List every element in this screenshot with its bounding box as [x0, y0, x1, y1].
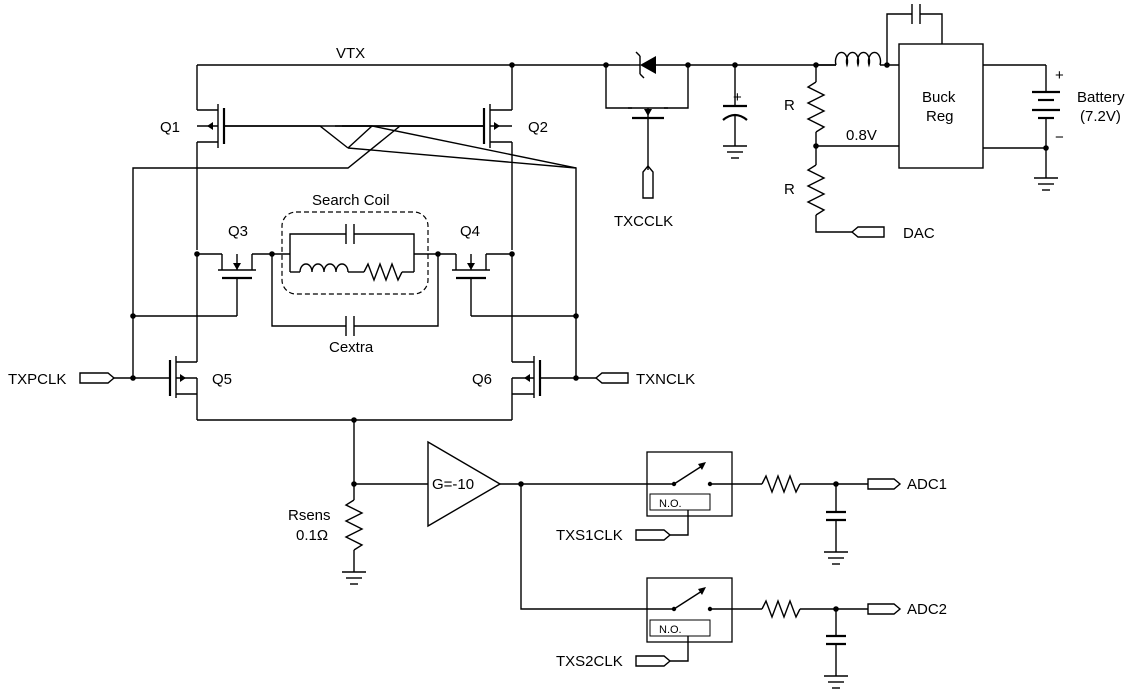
battery-voltage: (7.2V): [1080, 108, 1121, 125]
q6-transistor: [511, 254, 579, 420]
q3-label: Q3: [228, 223, 248, 240]
v08-label: 0.8V: [846, 127, 877, 144]
adc2-label: ADC2: [907, 601, 947, 618]
battery-label: Battery: [1077, 89, 1125, 106]
q6-label: Q6: [472, 371, 492, 388]
search-coil-label: Search Coil: [312, 192, 390, 209]
q5-label: Q5: [212, 371, 232, 388]
q4-label: Q4: [460, 223, 480, 240]
q1-label: Q1: [160, 119, 180, 136]
rsens-label: Rsens: [288, 507, 331, 524]
buck-regulator: [898, 43, 984, 169]
txs2clk-label: TXS2CLK: [556, 653, 623, 670]
search-coil: [272, 211, 438, 295]
vtx-label: VTX: [336, 45, 365, 62]
buck-label-2: Reg: [926, 108, 954, 125]
bulk-capacitor-plus: +: [733, 89, 742, 106]
txs1clk-port: [635, 529, 689, 541]
adc1-filter: [761, 474, 868, 565]
cextra-label: Cextra: [329, 339, 374, 356]
rsens-value: 0.1Ω: [296, 527, 328, 544]
txcclk-label: TXCCLK: [614, 213, 673, 230]
txs2clk-port: [635, 655, 689, 667]
adc1-port: [867, 478, 902, 490]
battery: [983, 64, 1060, 191]
adc1-label: ADC1: [907, 476, 947, 493]
cross-coupling-wires: [132, 125, 577, 378]
buck-label-1: Buck: [922, 89, 956, 106]
sense-node: [197, 417, 512, 500]
battery-minus: −: [1055, 129, 1064, 146]
txcclk-switch: [603, 51, 691, 199]
buck-inductor: [816, 4, 943, 68]
q2-transistor: [482, 104, 513, 250]
adc2-filter: [761, 599, 868, 689]
vtx-rail: [196, 62, 606, 110]
q1-transistor: [196, 104, 226, 250]
txpclk-label: TXPCLK: [8, 371, 66, 388]
txpclk-port: [79, 372, 133, 384]
switch-1: [645, 451, 762, 534]
cextra-capacitor: [271, 254, 439, 336]
amplifier-gain-label: G=-10: [432, 476, 474, 493]
feedback-divider: [806, 62, 899, 238]
q3-transistor: [194, 251, 275, 316]
adc2-port: [867, 603, 902, 615]
rsens-resistor: [342, 499, 366, 585]
txnclk-port: [576, 372, 629, 384]
switch-1-no-label: N.O.: [659, 498, 682, 510]
q5-transistor: [130, 254, 198, 420]
amplifier: [427, 440, 645, 610]
switch-2-no-label: N.O.: [659, 624, 682, 636]
r-bottom-label: R: [784, 181, 795, 198]
txnclk-label: TXNCLK: [636, 371, 695, 388]
dac-label: DAC: [903, 225, 935, 242]
switch-2: [645, 577, 762, 660]
q4-transistor: [435, 251, 515, 316]
r-top-label: R: [784, 97, 795, 114]
q2-label: Q2: [528, 119, 548, 136]
bulk-capacitor: [722, 62, 748, 159]
txs1clk-label: TXS1CLK: [556, 527, 623, 544]
battery-plus: +: [1055, 67, 1064, 84]
